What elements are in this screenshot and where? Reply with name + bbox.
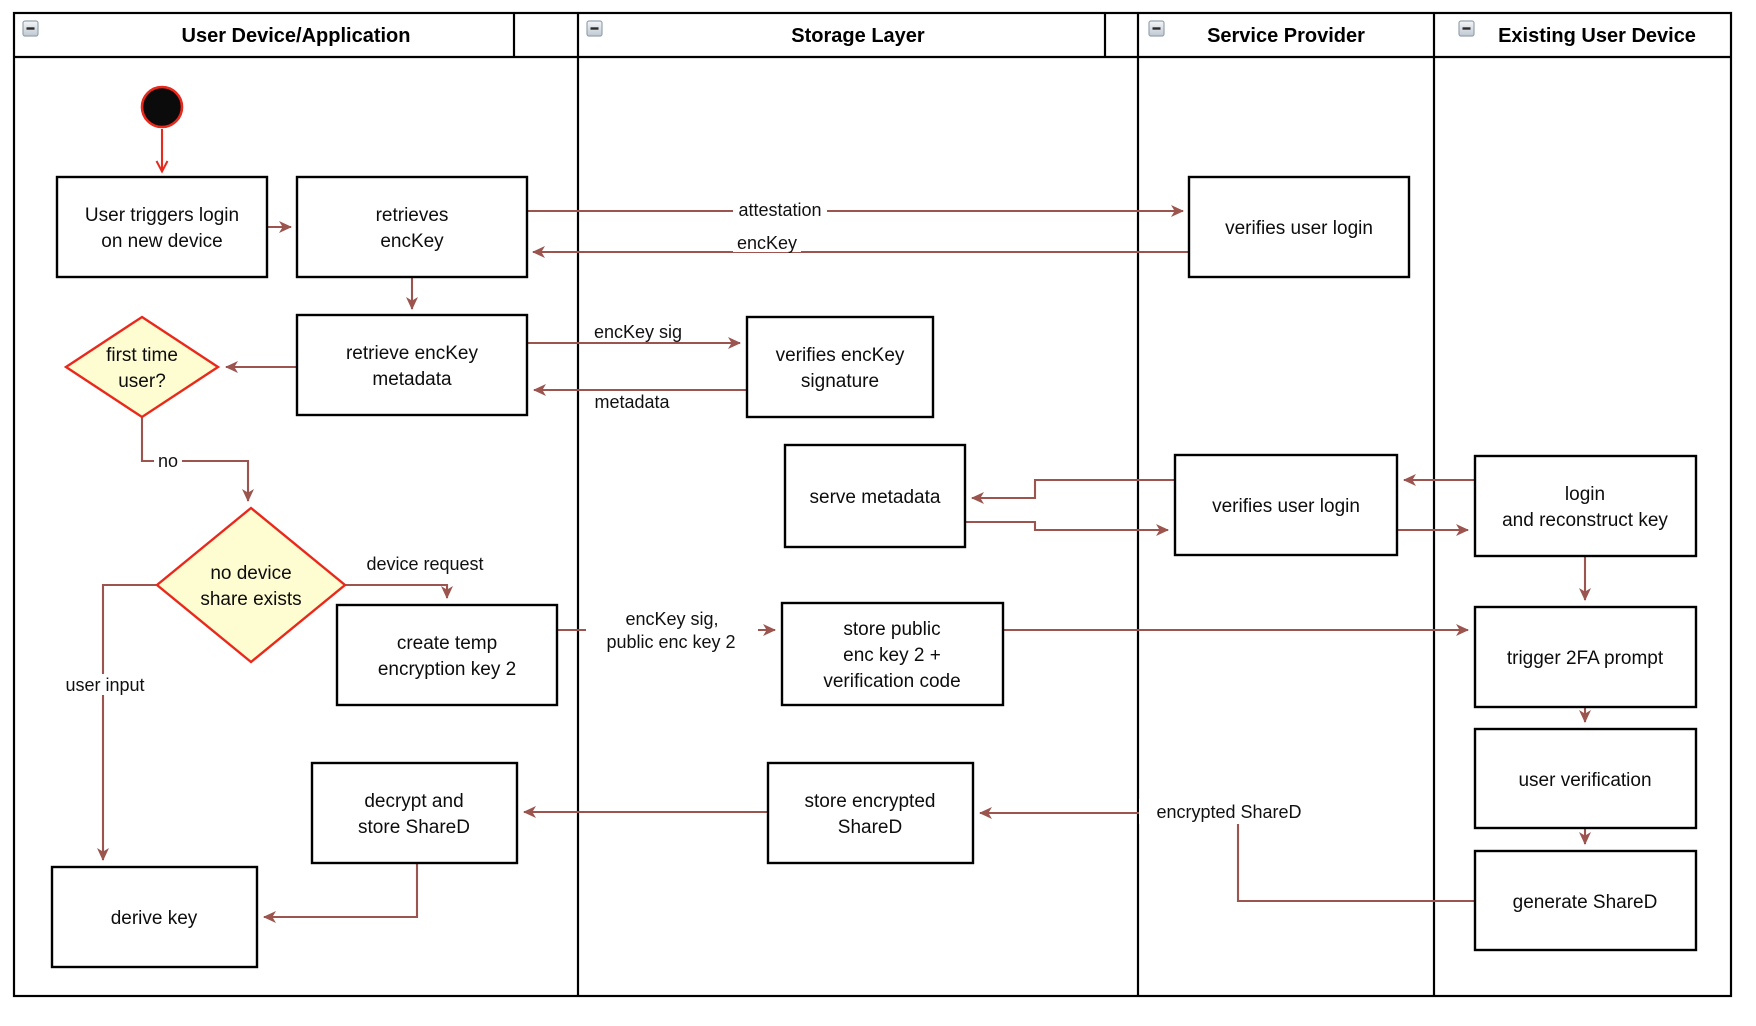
edge-label-device-request: device request [366, 554, 483, 574]
pool-border [12, 11, 1733, 998]
node-store-encrypted-shared[interactable]: store encrypted ShareD [766, 761, 975, 865]
lane-header-storage-layer[interactable]: Storage Layer [586, 20, 925, 47]
node-label: no device [210, 563, 291, 584]
swimlane-pool [12, 11, 1733, 998]
label-bg [588, 392, 678, 412]
node-label: signature [801, 371, 879, 392]
node-label: ShareD [838, 817, 902, 838]
edge-user-input [97, 583, 157, 861]
edge-label-enckey-sig: encKey sig [594, 322, 682, 342]
lane-header-user-device[interactable]: User Device/Application [22, 20, 411, 47]
node-label: store public [843, 619, 940, 640]
node-store-public-enc-key[interactable]: store public enc key 2 + verification co… [780, 601, 1005, 707]
node-derive-key[interactable]: derive key [50, 865, 259, 969]
node-label: on new device [101, 231, 222, 252]
edges [97, 129, 1591, 923]
edge-device-request [345, 583, 453, 599]
node-label: verifies user login [1212, 496, 1360, 517]
label-bg [733, 197, 827, 217]
node-verifies-user-login-mid[interactable]: verifies user login [1173, 453, 1399, 557]
collapse-minus-icon[interactable] [586, 20, 603, 37]
node-label: login [1565, 484, 1605, 505]
node-label: serve metadata [810, 487, 941, 508]
edge-label-enckey-sig-public-line1: encKey sig, [625, 609, 718, 629]
node-start[interactable] [140, 85, 184, 129]
edge-label-metadata: metadata [594, 392, 670, 412]
node-label: store encrypted [805, 791, 936, 812]
node-label: encryption key 2 [378, 659, 516, 680]
node-label: retrieves [376, 205, 449, 226]
node-user-triggers-login[interactable]: User triggers login on new device [55, 175, 269, 279]
edge-label-user-input: user input [65, 675, 144, 695]
label-bg [733, 233, 801, 252]
lane-title: Storage Layer [791, 25, 925, 47]
edge-label-enckey-sig-public-line2: public enc key 2 [606, 632, 735, 652]
node-label: enc key 2 + [843, 645, 941, 666]
label-bg [588, 322, 688, 342]
edge-serve-metadata-to-login [965, 520, 1169, 536]
edge-label-enckey: encKey [737, 233, 797, 253]
node-label: trigger 2FA prompt [1507, 648, 1664, 669]
node-label: metadata [372, 369, 452, 390]
node-label: user verification [1518, 770, 1651, 791]
node-label: store ShareD [358, 817, 470, 838]
lane-title: Existing User Device [1498, 25, 1696, 47]
label-bg [154, 451, 182, 471]
collapse-minus-icon[interactable] [1148, 20, 1165, 37]
node-label: retrieve encKey [346, 343, 479, 364]
node-login-reconstruct-key[interactable]: login and reconstruct key [1473, 454, 1698, 558]
node-label: and reconstruct key [1502, 510, 1668, 531]
node-verifies-user-login-top[interactable]: verifies user login [1187, 175, 1411, 279]
node-label: verification code [823, 671, 960, 692]
node-retrieves-enckey[interactable]: retrieves encKey [295, 175, 529, 279]
edge-label-encrypted-shared: encrypted ShareD [1156, 802, 1301, 822]
edge-login-to-serve-metadata [971, 478, 1175, 504]
label-bg [352, 553, 498, 573]
node-label: first time [106, 345, 178, 366]
node-label: generate ShareD [1513, 892, 1658, 913]
edge-label-attestation: attestation [738, 200, 821, 220]
edge-decrypt-to-derive [263, 863, 419, 923]
edge-label-no: no [158, 451, 178, 471]
node-label: share exists [200, 589, 301, 610]
label-bg [50, 674, 160, 695]
start-node-icon [140, 85, 184, 129]
node-label: verifies user login [1225, 218, 1373, 239]
lane-header-existing-user-device[interactable]: Existing User Device [1458, 20, 1696, 47]
node-generate-shared[interactable]: generate ShareD [1473, 849, 1698, 952]
edge-labels: attestation encKey encKey sig metadata n… [50, 197, 1323, 824]
collapse-minus-icon[interactable] [1458, 20, 1475, 37]
node-label: derive key [111, 908, 198, 929]
node-user-verification[interactable]: user verification [1473, 727, 1698, 830]
label-bg [586, 606, 758, 653]
collapse-minus-icon[interactable] [22, 20, 39, 37]
node-retrieve-enckey-metadata[interactable]: retrieve encKey metadata [295, 313, 529, 417]
decision-no-device-share[interactable]: no device share exists [155, 506, 347, 664]
node-label: encKey [380, 231, 444, 252]
lane-title: User Device/Application [182, 25, 411, 47]
node-label: verifies encKey [776, 345, 905, 366]
node-label: create temp [397, 633, 497, 654]
label-bg [1139, 799, 1323, 824]
edge-encrypted-shared [979, 807, 1475, 903]
node-trigger-2fa-prompt[interactable]: trigger 2FA prompt [1473, 605, 1698, 709]
node-label: user? [118, 371, 166, 392]
lane-header-service-provider[interactable]: Service Provider [1148, 20, 1365, 47]
node-label: decrypt and [364, 791, 463, 812]
node-verifies-enckey-signature[interactable]: verifies encKey signature [745, 315, 935, 419]
node-decrypt-store-shared[interactable]: decrypt and store ShareD [310, 761, 519, 865]
edge-no-branch [140, 417, 254, 502]
lane-title: Service Provider [1207, 25, 1365, 47]
node-serve-metadata[interactable]: serve metadata [783, 443, 967, 549]
decision-first-time-user[interactable]: first time user? [63, 315, 221, 419]
node-label: User triggers login [85, 205, 239, 226]
node-create-temp-encryption-key[interactable]: create temp encryption key 2 [335, 603, 559, 707]
